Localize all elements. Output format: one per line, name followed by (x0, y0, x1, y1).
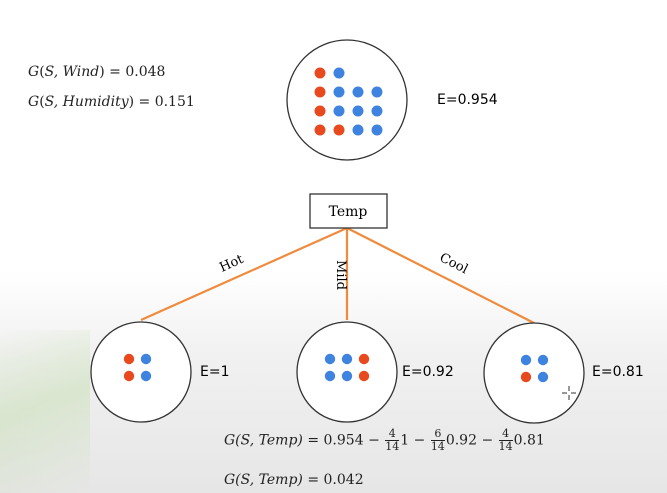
child-node-hot (90, 321, 192, 423)
root-node-circle (286, 39, 408, 161)
formula-base: 0.954 (323, 432, 364, 449)
child-entropy-cool: E=0.81 (592, 364, 644, 380)
fraction-3-den: 14 (498, 440, 513, 453)
dot-red (123, 370, 135, 382)
fraction-1-den: 14 (385, 440, 400, 453)
gain-wind-equation: G(S, Wind) = 0.048 (28, 64, 166, 80)
branch-lines (140, 226, 535, 324)
fraction-1-num: 4 (385, 428, 400, 441)
root-entropy: E=0.954 (437, 92, 498, 108)
gain-wind-value: 0.048 (125, 64, 166, 80)
dot-blue (371, 86, 383, 98)
dot-red (333, 124, 345, 136)
gain-wind-args: S, Wind (44, 64, 100, 80)
dot-blue (341, 370, 353, 382)
dot-blue (140, 353, 152, 365)
gain-humidity-lhs: G (28, 94, 40, 110)
dot-red (314, 124, 326, 136)
fraction-3-num: 4 (498, 428, 513, 441)
formula-minus-3: − (481, 432, 494, 449)
dot-blue (371, 124, 383, 136)
dot-blue (537, 354, 549, 366)
dot-red (358, 370, 370, 382)
dot-blue (352, 124, 364, 136)
branch-label-mild: Mild (333, 260, 348, 290)
crosshair-move-icon (562, 386, 576, 400)
dot-red (314, 67, 326, 79)
formula-term-1-value: 1 (400, 432, 410, 449)
formula-minus-2: − (413, 432, 426, 449)
formula-term-3-value: 0.81 (513, 432, 545, 449)
dot-blue (352, 86, 364, 98)
split-node-label: Temp (329, 204, 368, 220)
gain-humidity-args: S, Humidity (44, 94, 129, 110)
result-lhs: G(S, Temp) (224, 472, 303, 488)
dot-blue (324, 353, 336, 365)
dot-red (520, 371, 532, 383)
branch-line-hot (140, 226, 348, 322)
gain-humidity-equation: G(S, Humidity) = 0.151 (28, 94, 195, 110)
gain-wind-lhs: G (28, 64, 40, 80)
split-node-box (309, 193, 388, 229)
formula-minus-1: − (368, 432, 380, 449)
branch-label-cool: Cool (437, 250, 470, 277)
dot-blue (371, 105, 383, 117)
formula-lhs: G(S, Temp) (224, 432, 303, 449)
dot-blue (140, 370, 152, 382)
formula-equals: = (307, 432, 320, 449)
dot-blue (333, 105, 345, 117)
child-entropy-mild: E=0.92 (402, 364, 454, 380)
dot-blue (324, 370, 336, 382)
child-dots-mild (324, 353, 370, 382)
fraction-2-den: 14 (430, 440, 445, 453)
dot-blue (333, 67, 345, 79)
gain-humidity-value: 0.151 (154, 94, 195, 110)
dot-blue (537, 371, 549, 383)
dot-red (358, 353, 370, 365)
result-value: 0.042 (323, 472, 364, 488)
dot-blue (520, 354, 532, 366)
root-dots (314, 67, 383, 136)
branch-line-cool (346, 227, 535, 324)
dot-blue (333, 86, 345, 98)
dot-red (314, 86, 326, 98)
child-entropy-hot: E=1 (200, 364, 229, 380)
dot-red (123, 353, 135, 365)
child-node-cool (483, 322, 585, 424)
dot-red (314, 105, 326, 117)
dot-blue (341, 353, 353, 365)
child-dots-hot (123, 353, 152, 382)
child-dots-cool (520, 354, 549, 383)
fraction-2-num: 6 (430, 428, 445, 441)
dot-blue (352, 105, 364, 117)
gain-temp-result: G(S, Temp) = 0.042 (224, 472, 364, 488)
formula-term-2-value: 0.92 (445, 432, 477, 449)
branch-label-hot: Hot (217, 252, 246, 276)
